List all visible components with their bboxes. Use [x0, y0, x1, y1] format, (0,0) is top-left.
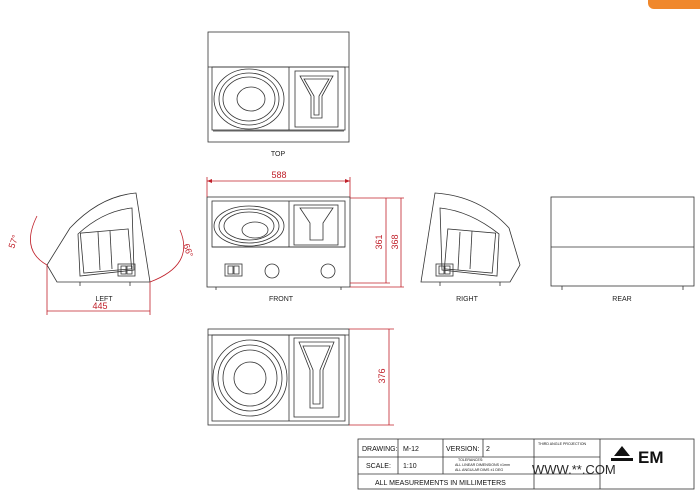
scale-label: SCALE:	[366, 463, 391, 470]
right-view: RIGHT	[420, 192, 521, 303]
dim-height-inner-value: 361	[374, 234, 384, 249]
logo-text: EM	[638, 448, 664, 467]
dimension-depth-bottom: 376	[349, 328, 394, 426]
dim-angle-left-value: 57°	[6, 233, 20, 250]
left-view: 57° 66° 445 LEFT	[6, 192, 195, 315]
label-top: TOP	[271, 151, 286, 158]
drawing-label: DRAWING:	[362, 446, 398, 453]
label-front: FRONT	[269, 296, 294, 303]
dimension-height: 361 368	[350, 197, 404, 288]
dim-height-outer-value: 368	[390, 234, 400, 249]
title-block: DRAWING: M-12 VERSION: 2 SCALE: 1:10 THI…	[357, 438, 695, 490]
front-view: FRONT	[206, 196, 351, 303]
corner-action-button[interactable]	[648, 0, 700, 9]
logo-mark-icon	[614, 446, 630, 456]
tolerance-linear: ALL LINEAR DIMENSIONS ±1mm	[455, 463, 510, 467]
tolerances-label: TOLERANCES:	[458, 458, 483, 462]
watermark-text: WWW.**.COM	[532, 462, 616, 477]
scale-value: 1:10	[403, 463, 417, 470]
dim-depth-side-value: 445	[92, 301, 107, 311]
label-left: LEFT	[95, 296, 113, 303]
top-view: TOP	[207, 31, 350, 158]
projection-text: THIRD ANGLE PROJECTION	[538, 442, 587, 446]
dim-angle-right-value: 66°	[181, 242, 195, 259]
drawing-value: M-12	[403, 446, 419, 453]
dimension-width: 588	[206, 170, 351, 197]
version-value: 2	[486, 446, 490, 453]
measurements-note: ALL MEASUREMENTS IN MILLIMETERS	[375, 480, 506, 487]
dim-width-value: 588	[271, 170, 286, 180]
version-label: VERSION:	[446, 446, 480, 453]
label-right: RIGHT	[456, 296, 479, 303]
dim-depth-bottom-value: 376	[377, 368, 387, 383]
bottom-view	[207, 328, 350, 426]
label-rear: REAR	[612, 296, 631, 303]
rear-view: REAR	[550, 196, 695, 303]
tolerance-angular: ALL ANGULAR DIMS ±1 DEG	[455, 468, 503, 472]
